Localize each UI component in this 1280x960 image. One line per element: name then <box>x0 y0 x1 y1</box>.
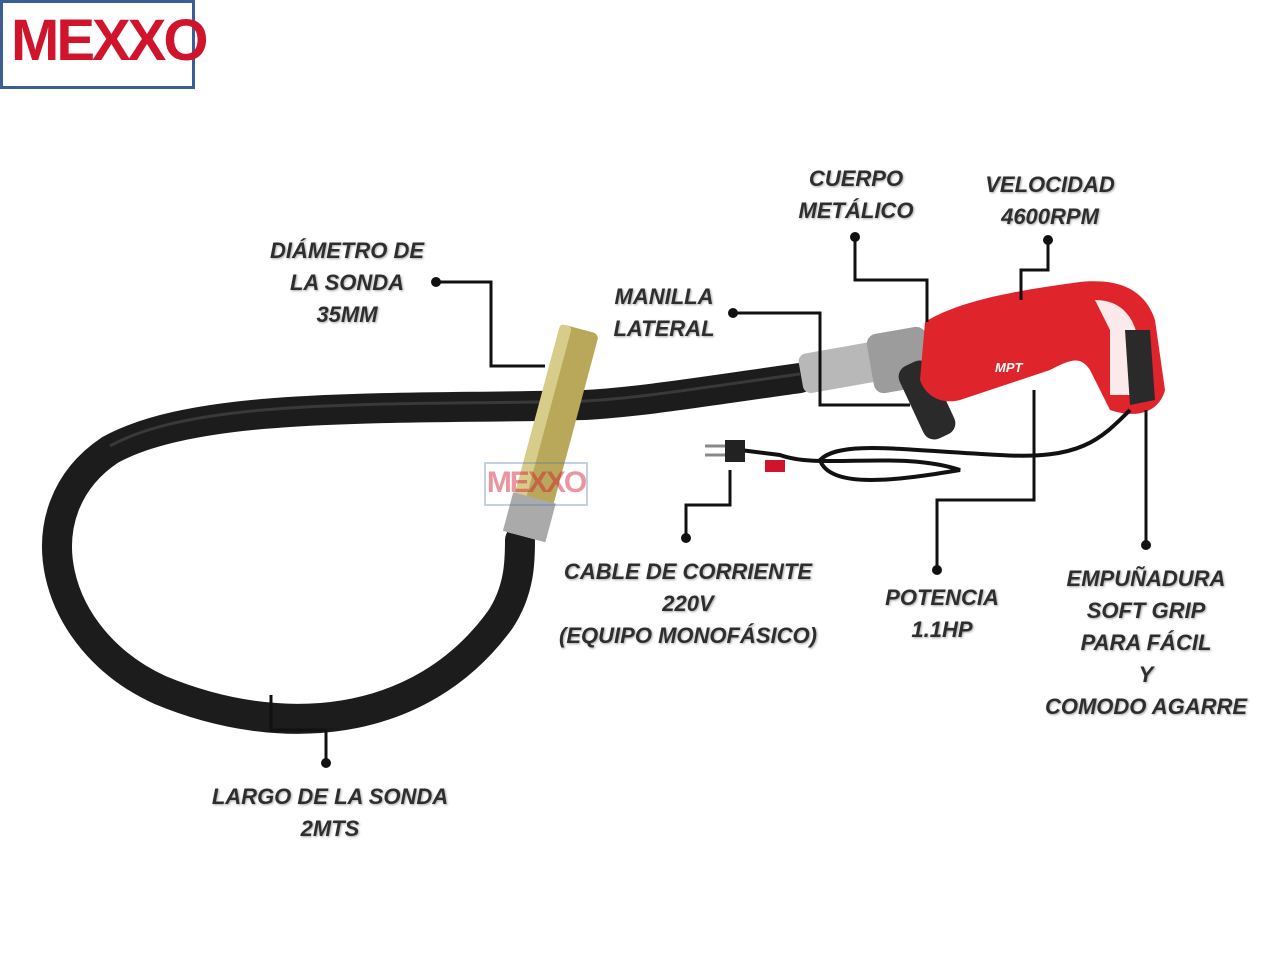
label-line: PARA FÁCIL <box>1080 630 1212 655</box>
mexxo-logo: MEXXO <box>0 0 208 89</box>
label-line: (EQUIPO MONOFÁSICO) <box>559 623 817 648</box>
label-probe-diameter: DIÁMETRO DE LA SONDA 35MM <box>270 235 424 331</box>
label-line: VELOCIDAD <box>985 172 1115 197</box>
label-line: EMPUÑADURA <box>1066 566 1226 591</box>
leader-dots <box>321 232 1151 768</box>
label-line: LARGO DE LA SONDA <box>211 784 449 809</box>
label-line: 220V <box>662 591 714 616</box>
soft-grip <box>1125 330 1155 405</box>
label-line: SOFT GRIP <box>1086 598 1206 623</box>
label-line: Y <box>1138 662 1154 687</box>
label-metal-body: CUERPO METÁLICO <box>799 163 914 227</box>
label-line: LA SONDA <box>289 270 405 295</box>
hose <box>42 363 815 734</box>
label-line: 1.1HP <box>911 617 973 642</box>
label-power: POTENCIA 1.1HP <box>885 582 999 646</box>
leader-lines <box>269 237 1148 763</box>
label-line: CUERPO <box>808 166 904 191</box>
label-line: CABLE DE CORRIENTE <box>563 559 813 584</box>
label-line: METÁLICO <box>798 198 914 223</box>
label-line: 35MM <box>316 302 378 327</box>
label-line: LATERAL <box>613 316 715 341</box>
label-line: 2MTS <box>300 816 360 841</box>
label-probe-length: LARGO DE LA SONDA 2MTS <box>212 781 448 845</box>
label-side-handle: MANILLA LATERAL <box>613 281 714 345</box>
label-line: MANILLA <box>614 284 714 309</box>
brand-mpt: MPT <box>995 360 1024 375</box>
label-line: COMODO AGARRE <box>1044 694 1248 719</box>
side-handle <box>898 360 956 440</box>
watermark: MEXXO <box>484 462 588 506</box>
label-grip: EMPUÑADURA SOFT GRIP PARA FÁCIL Y COMODO… <box>1045 563 1247 723</box>
label-line: POTENCIA <box>885 585 999 610</box>
label-power-cable: CABLE DE CORRIENTE 220V (EQUIPO MONOFÁSI… <box>559 556 817 652</box>
power-cable <box>739 408 1132 482</box>
label-line: 4600RPM <box>1001 204 1099 229</box>
probe <box>502 324 598 543</box>
logo-text: MEXXO <box>11 8 208 73</box>
label-line: DIÁMETRO DE <box>270 238 424 263</box>
label-speed: VELOCIDAD 4600RPM <box>985 169 1115 233</box>
